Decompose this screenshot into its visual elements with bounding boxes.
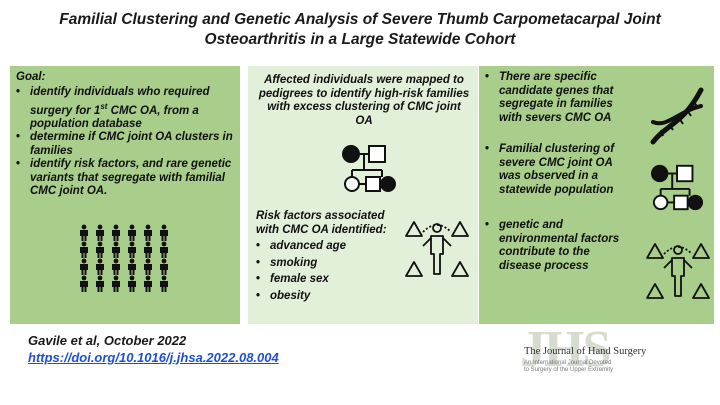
person-icon (128, 241, 136, 258)
risk-factor-item: female sex (254, 273, 404, 287)
pedigree-icon (342, 145, 396, 192)
doi-link[interactable]: https://doi.org/10.1016/j.jhsa.2022.08.0… (28, 350, 279, 365)
finding-item: Familial clustering of severe CMC joint … (483, 143, 633, 197)
journal-name: The Journal of Hand Surgery (524, 346, 647, 357)
person-icon (80, 275, 88, 292)
risk-factors-heading: Risk factors associated with CMC OA iden… (256, 210, 387, 236)
findings-list: There are specific candidate genes that … (483, 71, 633, 285)
person-icon (160, 275, 168, 292)
population-people-icon (80, 224, 168, 292)
risk-factor-item: advanced age (254, 240, 404, 254)
risk-factor-item: obesity (254, 290, 404, 304)
person-icon (112, 241, 120, 258)
person-icon (144, 241, 152, 258)
title-line-1: Familial Clustering and Genetic Analysis… (59, 11, 661, 28)
finding-item: There are specific candidate genes that … (483, 71, 633, 125)
goal-panel: Goal: identify individuals who required … (10, 66, 240, 324)
person-icon (160, 241, 168, 258)
methods-panel: Affected individuals were mapped to pedi… (248, 66, 478, 324)
goal-item: determine if CMC joint OA clusters in fa… (14, 131, 234, 158)
person-icon (160, 224, 168, 241)
person-icon (96, 224, 104, 241)
goal-item: identify risk factors, and rare genetic … (14, 158, 234, 199)
person-icon (96, 258, 104, 275)
environment-human-icon (646, 243, 710, 299)
person-icon (80, 258, 88, 275)
pedigree-icon (651, 164, 704, 211)
title-line-2: Osteoarthritis in a Large Statewide Coho… (204, 31, 516, 48)
person-icon (112, 258, 120, 275)
findings-panel: There are specific candidate genes that … (479, 66, 714, 324)
risk-factor-item: smoking (254, 257, 404, 271)
goal-heading: Goal: (16, 71, 46, 83)
person-icon (112, 224, 120, 241)
journal-logo-mark: JHS (520, 321, 611, 378)
person-icon (128, 224, 136, 241)
journal-logo: JHS The Journal of Hand Surgery An Inter… (520, 320, 690, 400)
citation-authors: Gavile et al, October 2022 (28, 333, 187, 348)
person-icon (128, 258, 136, 275)
person-icon (80, 224, 88, 241)
person-icon (96, 275, 104, 292)
person-icon (96, 241, 104, 258)
person-icon (144, 258, 152, 275)
person-icon (144, 275, 152, 292)
goal-list: identify individuals who required surger… (14, 86, 234, 199)
person-icon (112, 275, 120, 292)
environment-human-icon (405, 221, 469, 277)
finding-item: genetic and environmental factors contri… (483, 219, 633, 273)
person-icon (160, 258, 168, 275)
goal-item: identify individuals who required surger… (14, 86, 234, 131)
dna-helix-icon (650, 87, 704, 145)
person-icon (80, 241, 88, 258)
person-icon (144, 224, 152, 241)
page-title: Familial Clustering and Genetic Analysis… (30, 10, 690, 50)
methods-intro: Affected individuals were mapped to pedi… (258, 74, 470, 127)
risk-factors-list: advanced age smoking female sex obesity (254, 240, 404, 306)
person-icon (128, 275, 136, 292)
journal-tagline: An International Journal Devoted to Surg… (524, 360, 614, 373)
